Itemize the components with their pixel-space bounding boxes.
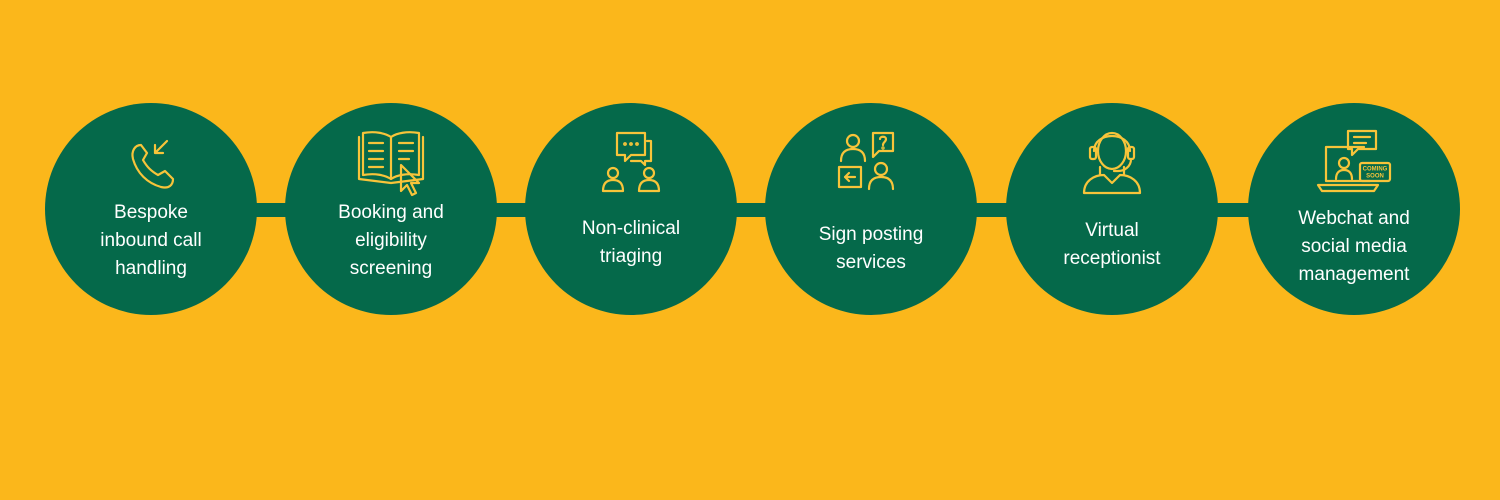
service-circle-triaging: Non-clinical triaging (525, 103, 737, 315)
service-label: Virtual receptionist (1063, 220, 1161, 269)
phone-incoming-icon (111, 125, 191, 205)
service-label: Non-clinical triaging (581, 218, 681, 267)
service-circle-webchat: COMING SOON Webchat and social media man… (1248, 103, 1460, 315)
service-circle-receptionist: Virtual receptionist (1006, 103, 1218, 315)
people-question-sign-icon (831, 127, 911, 207)
headset-receptionist-icon (1072, 117, 1152, 197)
laptop-chat-coming-soon-icon: COMING SOON (1314, 125, 1394, 205)
service-circle-sign-posting: Sign posting services (765, 103, 977, 315)
service-label: Booking and eligibility screening (338, 202, 444, 279)
people-chat-icon (591, 125, 671, 205)
service-circle-call-handling: Bespoke inbound call handling (45, 103, 257, 315)
service-circle-booking: Booking and eligibility screening (285, 103, 497, 315)
service-label: Webchat and social media management (1298, 208, 1410, 285)
svg-text:SOON: SOON (1366, 174, 1384, 180)
coming-soon-badge: COMING (1363, 167, 1388, 173)
open-book-cursor-icon (351, 121, 431, 201)
service-label: Sign posting services (818, 224, 924, 273)
service-label: Bespoke inbound call handling (100, 202, 202, 279)
